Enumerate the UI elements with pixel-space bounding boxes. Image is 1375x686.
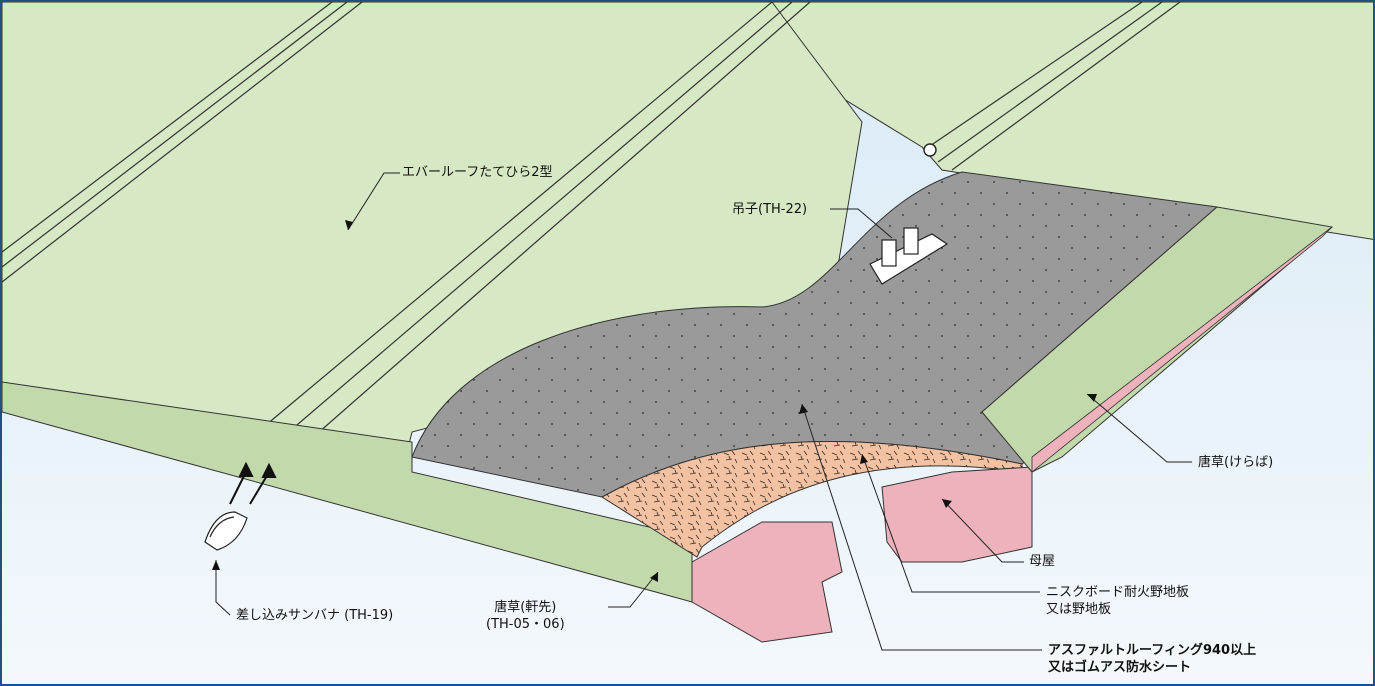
leader-arrowheads (212, 220, 1097, 582)
label-sheathing-board: ニスクボード耐火野地板 又は野地板 (1046, 585, 1190, 617)
seam-cap-rear (923, 143, 937, 157)
label-roofing: アスファルトルーフィング940以上 又はゴムアス防水シート (1048, 643, 1257, 675)
label-sanbana: 差し込みサンバナ (TH-19) (236, 608, 394, 623)
label-eave-trim: 唐草(軒先) (TH-05・06) (486, 600, 565, 632)
label-hanger: 吊子(TH-22) (732, 202, 808, 217)
board-chips (602, 441, 1022, 557)
insert-arrows (229, 461, 277, 505)
label-roof-panel: エバールーフたてひら2型 (402, 165, 553, 180)
standing-seams (2, 2, 1181, 455)
roofing-dots (412, 172, 1217, 497)
purlin-front (691, 521, 843, 643)
label-verge: 唐草(けらば) (1198, 455, 1274, 470)
verge-trim (981, 206, 1334, 473)
leader-lines (215, 172, 1192, 651)
sanbana-clip (204, 511, 248, 551)
hanger-clip (869, 227, 949, 285)
label-purlin: 母屋 (1029, 554, 1056, 569)
